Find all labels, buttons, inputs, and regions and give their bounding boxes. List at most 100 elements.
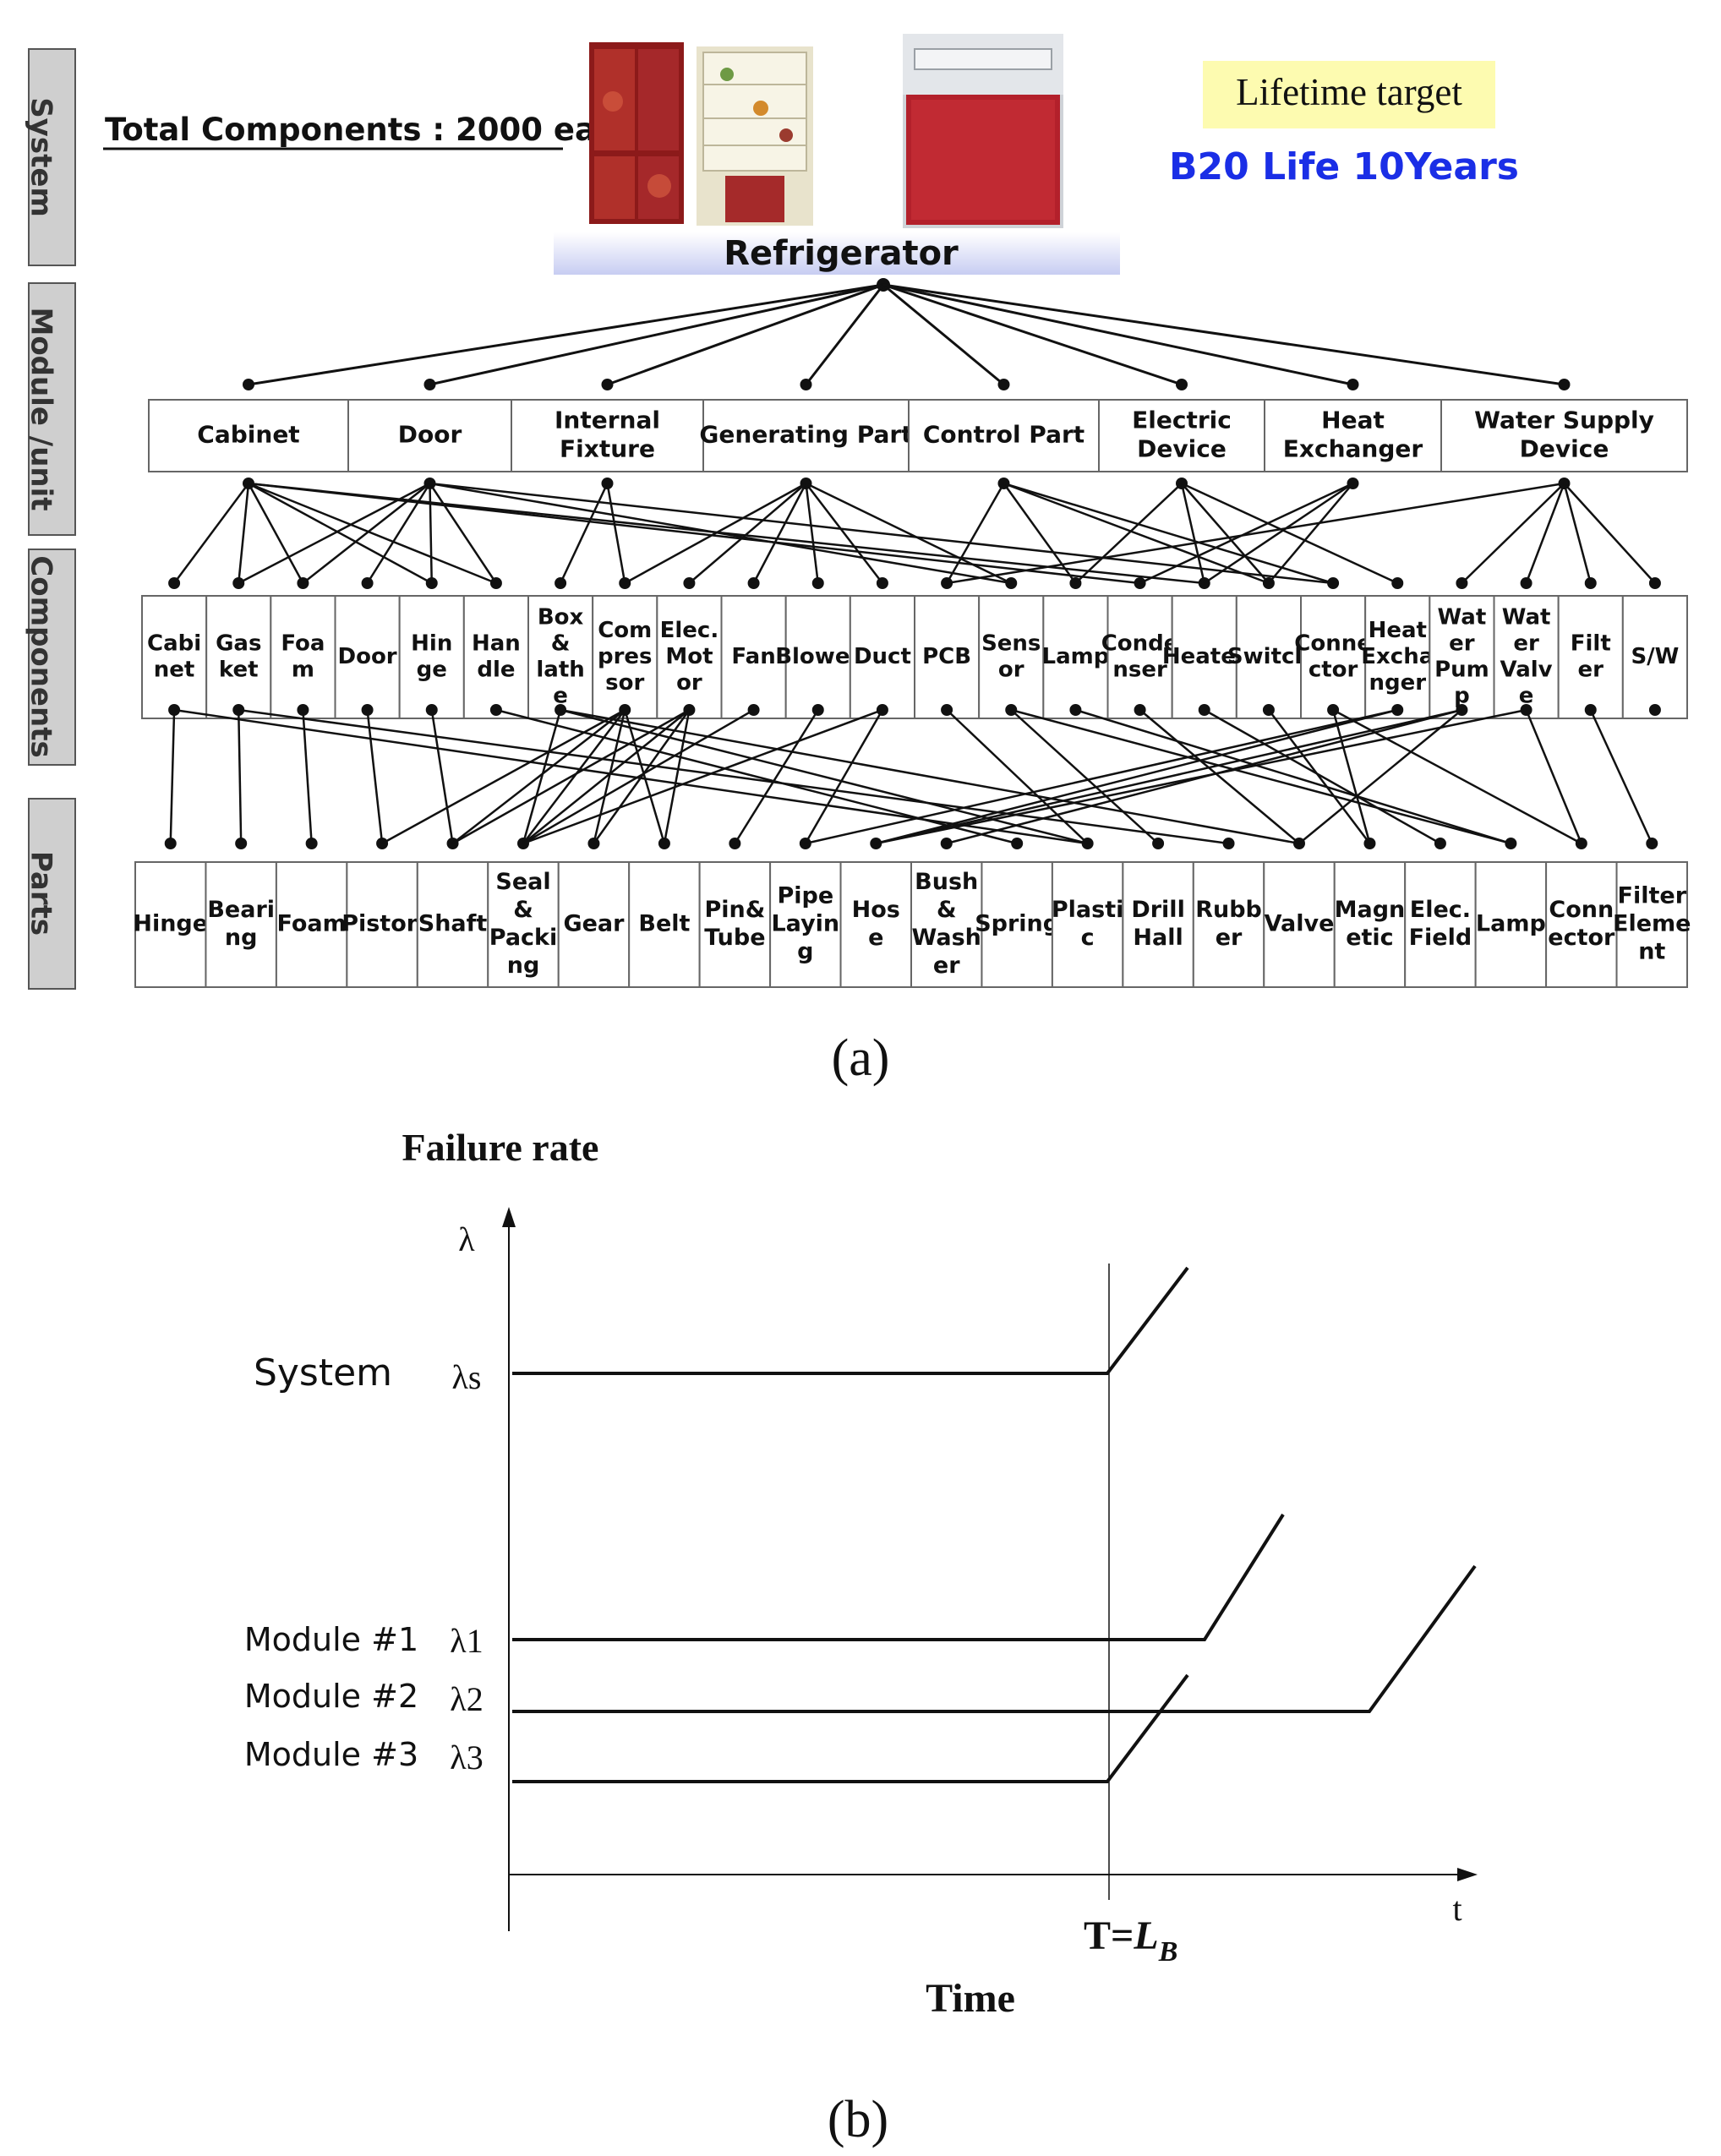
component-label: pres <box>598 644 653 669</box>
refrigerator-photo-open-fridge <box>697 46 813 226</box>
module-label: Heat <box>1321 407 1385 434</box>
root-module-link <box>882 283 1183 386</box>
module-component-link <box>805 483 883 584</box>
module-box <box>1264 399 1442 472</box>
part-box <box>1615 861 1688 988</box>
curve-system <box>512 1266 1189 1375</box>
component-box <box>1493 595 1560 719</box>
component-box <box>1364 595 1431 719</box>
component-part-link <box>522 708 883 845</box>
module-component-link <box>624 482 807 585</box>
component-part-link <box>451 709 626 844</box>
module-component-link <box>238 482 431 585</box>
part-label: e <box>868 925 883 951</box>
component-part-link <box>381 708 626 845</box>
side-label-system-text: System <box>25 97 58 217</box>
component-part-link <box>1075 708 1511 845</box>
module-component-link <box>752 483 807 584</box>
component-label: ge <box>417 658 447 683</box>
part-label: Pin& <box>704 897 765 923</box>
part-label: Piston <box>341 911 423 937</box>
component-part-link <box>804 709 883 844</box>
component-bottom-dot <box>1648 704 1661 716</box>
module-component-link <box>248 482 433 585</box>
module-component-link <box>429 483 497 584</box>
component-box <box>978 595 1045 719</box>
component-box <box>1042 595 1109 719</box>
component-part-link <box>593 709 626 844</box>
part-label: Seal <box>495 869 550 895</box>
part-label: Spring <box>975 911 1059 937</box>
part-label: Field <box>1409 925 1472 951</box>
panel-b: Failure rate λ t T=LB Time System λs Mod… <box>244 1126 1478 2148</box>
component-label: Duct <box>854 644 911 669</box>
component-part-link <box>366 709 384 844</box>
component-label: Lamp <box>1042 644 1110 669</box>
curve-module-2 <box>512 1564 1477 1713</box>
root-module-link <box>248 283 884 386</box>
root-module-link <box>882 283 1005 386</box>
part-box <box>1122 861 1194 988</box>
part-box <box>698 861 772 988</box>
component-label: Gas <box>216 631 261 657</box>
component-label: nser <box>1112 658 1167 683</box>
component-label: e <box>1519 684 1534 709</box>
module-top-dot <box>800 379 812 390</box>
module-label: Door <box>398 421 462 449</box>
root-module-link <box>429 283 884 386</box>
part-box <box>346 861 418 988</box>
component-label: nger <box>1369 670 1426 696</box>
module-box <box>1440 399 1688 472</box>
module-component-link <box>559 483 609 584</box>
component-part-link <box>734 709 819 844</box>
part-label: er <box>1216 925 1243 951</box>
part-label: Packi <box>489 925 558 951</box>
component-part-link <box>302 709 313 844</box>
component-label: m <box>292 658 314 683</box>
component-label: S/W <box>1631 644 1679 669</box>
component-box <box>656 595 723 719</box>
refrigerator-photo-kimchi-fridge <box>903 34 1063 228</box>
component-box <box>1171 595 1237 719</box>
row-label-module-2: Module #2 <box>244 1678 418 1715</box>
part-label: Wash <box>912 925 981 951</box>
module-top-dot <box>423 379 436 390</box>
module-component-link <box>1204 482 1354 585</box>
component-label: p <box>1454 684 1470 709</box>
module-component-links <box>168 478 1661 589</box>
module-label: Internal <box>555 407 660 434</box>
component-label: Fan <box>731 644 775 669</box>
component-box <box>1300 595 1367 719</box>
part-label: Hos <box>852 897 900 923</box>
part-label: er <box>933 952 960 979</box>
part-label: & <box>937 897 957 923</box>
module-component-link <box>805 483 819 584</box>
module-component-link <box>247 483 304 584</box>
module-component-link <box>302 483 431 584</box>
part-box <box>1545 861 1618 988</box>
component-part-links <box>164 704 1661 849</box>
module-component-link <box>1563 483 1656 584</box>
component-label: Cabi <box>147 631 201 657</box>
module-component-link <box>1003 482 1270 585</box>
module-top-dot <box>1558 379 1571 390</box>
lifetime-target-box <box>1203 61 1495 128</box>
x-axis-symbol: t <box>1452 1890 1461 1928</box>
lifetime-target-label: Lifetime target <box>1236 71 1462 113</box>
module-component-link <box>1003 482 1334 585</box>
component-part-link <box>946 709 1089 844</box>
component-label: or <box>676 670 702 696</box>
module-box <box>1098 399 1265 472</box>
part-box <box>557 861 631 988</box>
component-box <box>1106 595 1173 719</box>
module-component-link <box>173 483 250 584</box>
caption-b: (b) <box>828 2091 888 2148</box>
part-box <box>1404 861 1477 988</box>
component-label: Wat <box>1438 605 1487 630</box>
y-axis-arrow <box>502 1207 516 1227</box>
part-label: c <box>1081 925 1095 951</box>
component-box <box>1621 595 1689 719</box>
component-box <box>398 595 465 719</box>
panel-a: System Module /unit Components Parts Tot… <box>25 34 1691 1087</box>
component-part-link <box>1298 709 1463 844</box>
